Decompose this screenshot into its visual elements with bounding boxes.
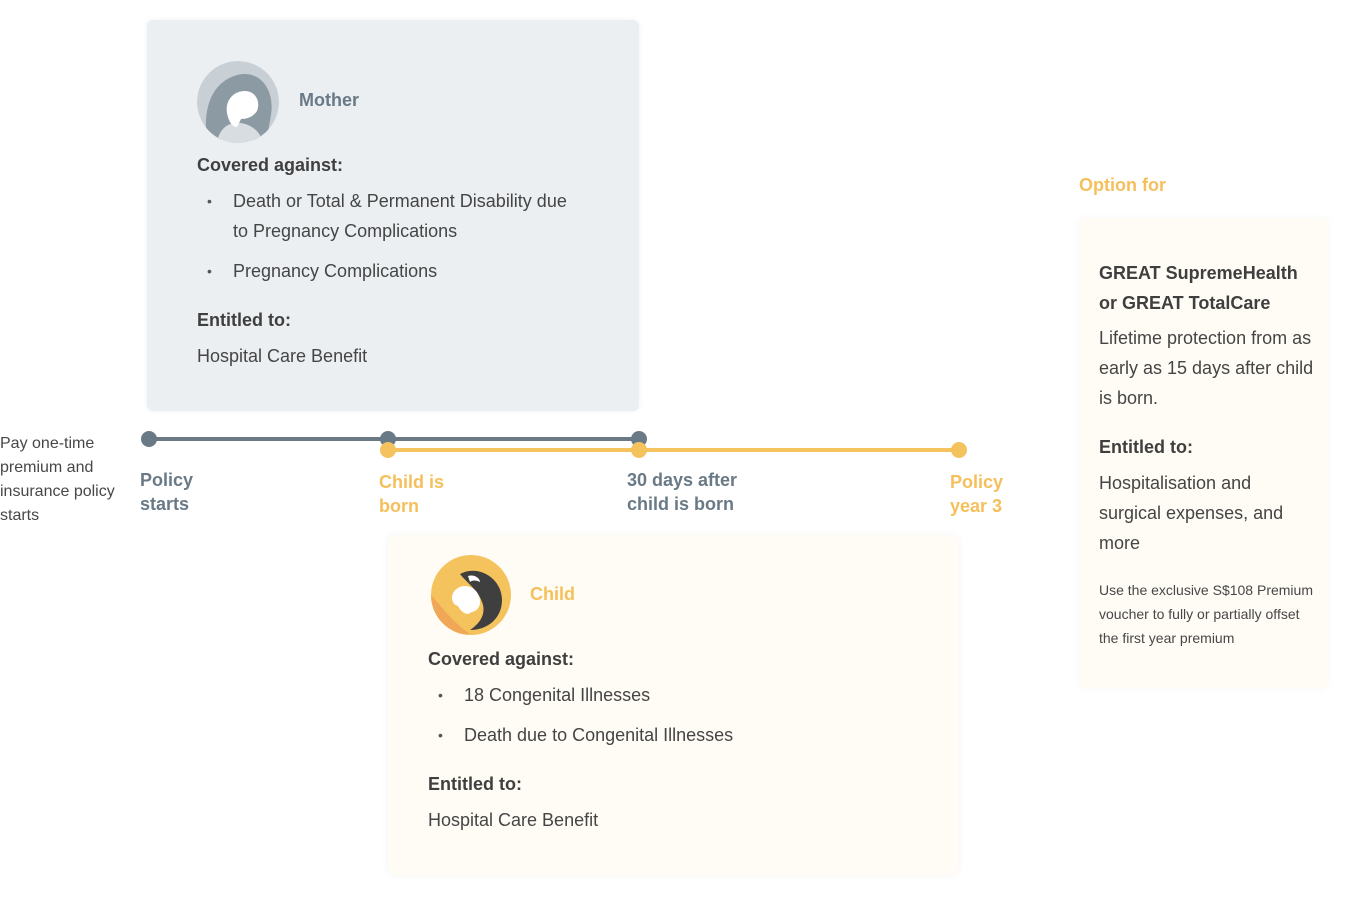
mother-avatar-icon	[197, 61, 279, 143]
dot-policy-starts	[141, 431, 157, 447]
option-heading: Option for	[1079, 175, 1166, 195]
milestone-policy-starts: Policy starts	[140, 470, 194, 514]
option-entitled-label: Entitled to:	[1099, 437, 1193, 457]
mother-covered-list: Death or Total & Permanent Disability du…	[197, 186, 577, 296]
milestone-child-born: Child is born	[379, 472, 445, 516]
dot-thirty-days-grey	[631, 431, 647, 447]
milestone-thirty-days: 30 days after child is born	[627, 470, 738, 514]
list-item: Pregnancy Complications	[197, 256, 577, 286]
mother-covered-label: Covered against:	[197, 155, 344, 175]
child-name: Child	[530, 584, 575, 604]
list-item: Death due to Congenital Illnesses	[428, 720, 928, 750]
child-avatar-icon	[430, 554, 512, 636]
child-entitled-text: Hospital Care Benefit	[428, 810, 599, 830]
dot-child-born-yellow	[380, 442, 396, 458]
dot-child-born-grey	[380, 431, 396, 447]
child-covered-label: Covered against:	[428, 649, 575, 669]
option-voucher-note: Use the exclusive S$108 Premium voucher …	[1099, 582, 1313, 646]
list-item: Death or Total & Permanent Disability du…	[197, 186, 577, 246]
mother-entitled-text: Hospital Care Benefit	[197, 346, 368, 366]
dot-thirty-days-yellow	[631, 442, 647, 458]
option-description: Lifetime protection from as early as 15 …	[1099, 328, 1314, 408]
milestone-policy-year3: Policy year 3	[950, 472, 1004, 516]
dot-policy-year3	[951, 442, 967, 458]
option-title: GREAT SupremeHealth or GREAT TotalCare	[1099, 263, 1298, 313]
child-covered-list: 18 Congenital Illnesses Death due to Con…	[428, 680, 928, 760]
option-card	[1079, 218, 1328, 688]
mother-entitled-label: Entitled to:	[197, 310, 291, 330]
option-entitled-text: Hospitalisation and surgical expenses, a…	[1099, 473, 1284, 553]
timeline-intro-text: Pay one-time premium and insurance polic…	[0, 435, 115, 524]
mother-name: Mother	[299, 90, 359, 110]
list-item: 18 Congenital Illnesses	[428, 680, 928, 710]
child-entitled-label: Entitled to:	[428, 774, 522, 794]
